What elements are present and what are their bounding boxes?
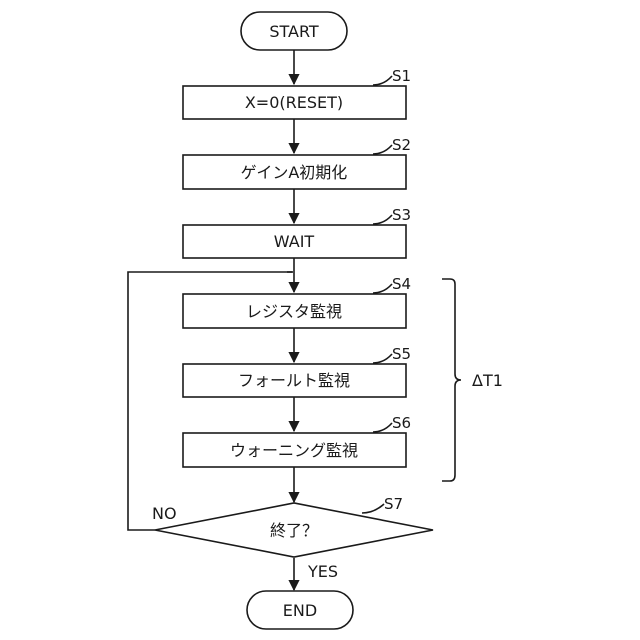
decision-label: 終了？: [270, 521, 318, 540]
step-s4-label: レジスタ監視: [246, 302, 342, 321]
step-s6-id: S6: [392, 414, 411, 432]
end-label: END: [283, 601, 317, 620]
dt1-label: ΔT1: [472, 371, 503, 390]
step-s4-id: S4: [392, 275, 411, 293]
brace-line: [442, 279, 461, 481]
step-s5-label: フォールト監視: [238, 371, 350, 390]
step-s1-leader: [373, 76, 392, 85]
start-terminal: START: [241, 12, 347, 50]
step-s6-leader: [373, 423, 392, 432]
step-s3-label: WAIT: [274, 232, 315, 251]
step-s2-id: S2: [392, 136, 411, 154]
step-s3-leader: [373, 215, 392, 224]
decision-yes-label: YES: [307, 562, 338, 581]
step-s6: ウォーニング監視 S6: [183, 414, 411, 467]
step-s5: フォールト監視 S5: [183, 345, 411, 397]
step-s4: レジスタ監視 S4: [183, 275, 411, 328]
step-s2-label: ゲインA初期化: [241, 163, 348, 182]
step-s2-leader: [373, 145, 392, 154]
step-s5-leader: [373, 354, 392, 363]
step-s5-id: S5: [392, 345, 411, 363]
decision-no-label: NO: [152, 504, 177, 523]
step-s1-label: X=0(RESET): [245, 93, 343, 112]
decision-id: S7: [384, 495, 403, 513]
decision-s7: 終了？ S7 NO YES: [152, 495, 433, 581]
start-label: START: [269, 22, 319, 41]
step-s6-label: ウォーニング監視: [230, 441, 358, 460]
end-terminal: END: [247, 591, 353, 629]
step-s4-leader: [373, 284, 392, 293]
decision-leader: [362, 504, 384, 513]
step-s2: ゲインA初期化 S2: [183, 136, 411, 189]
step-s3-id: S3: [392, 206, 411, 224]
step-s1: X=0(RESET) S1: [183, 67, 411, 119]
step-s3: WAIT S3: [183, 206, 411, 258]
dt1-bracket: ΔT1: [442, 279, 503, 481]
step-s1-id: S1: [392, 67, 411, 85]
